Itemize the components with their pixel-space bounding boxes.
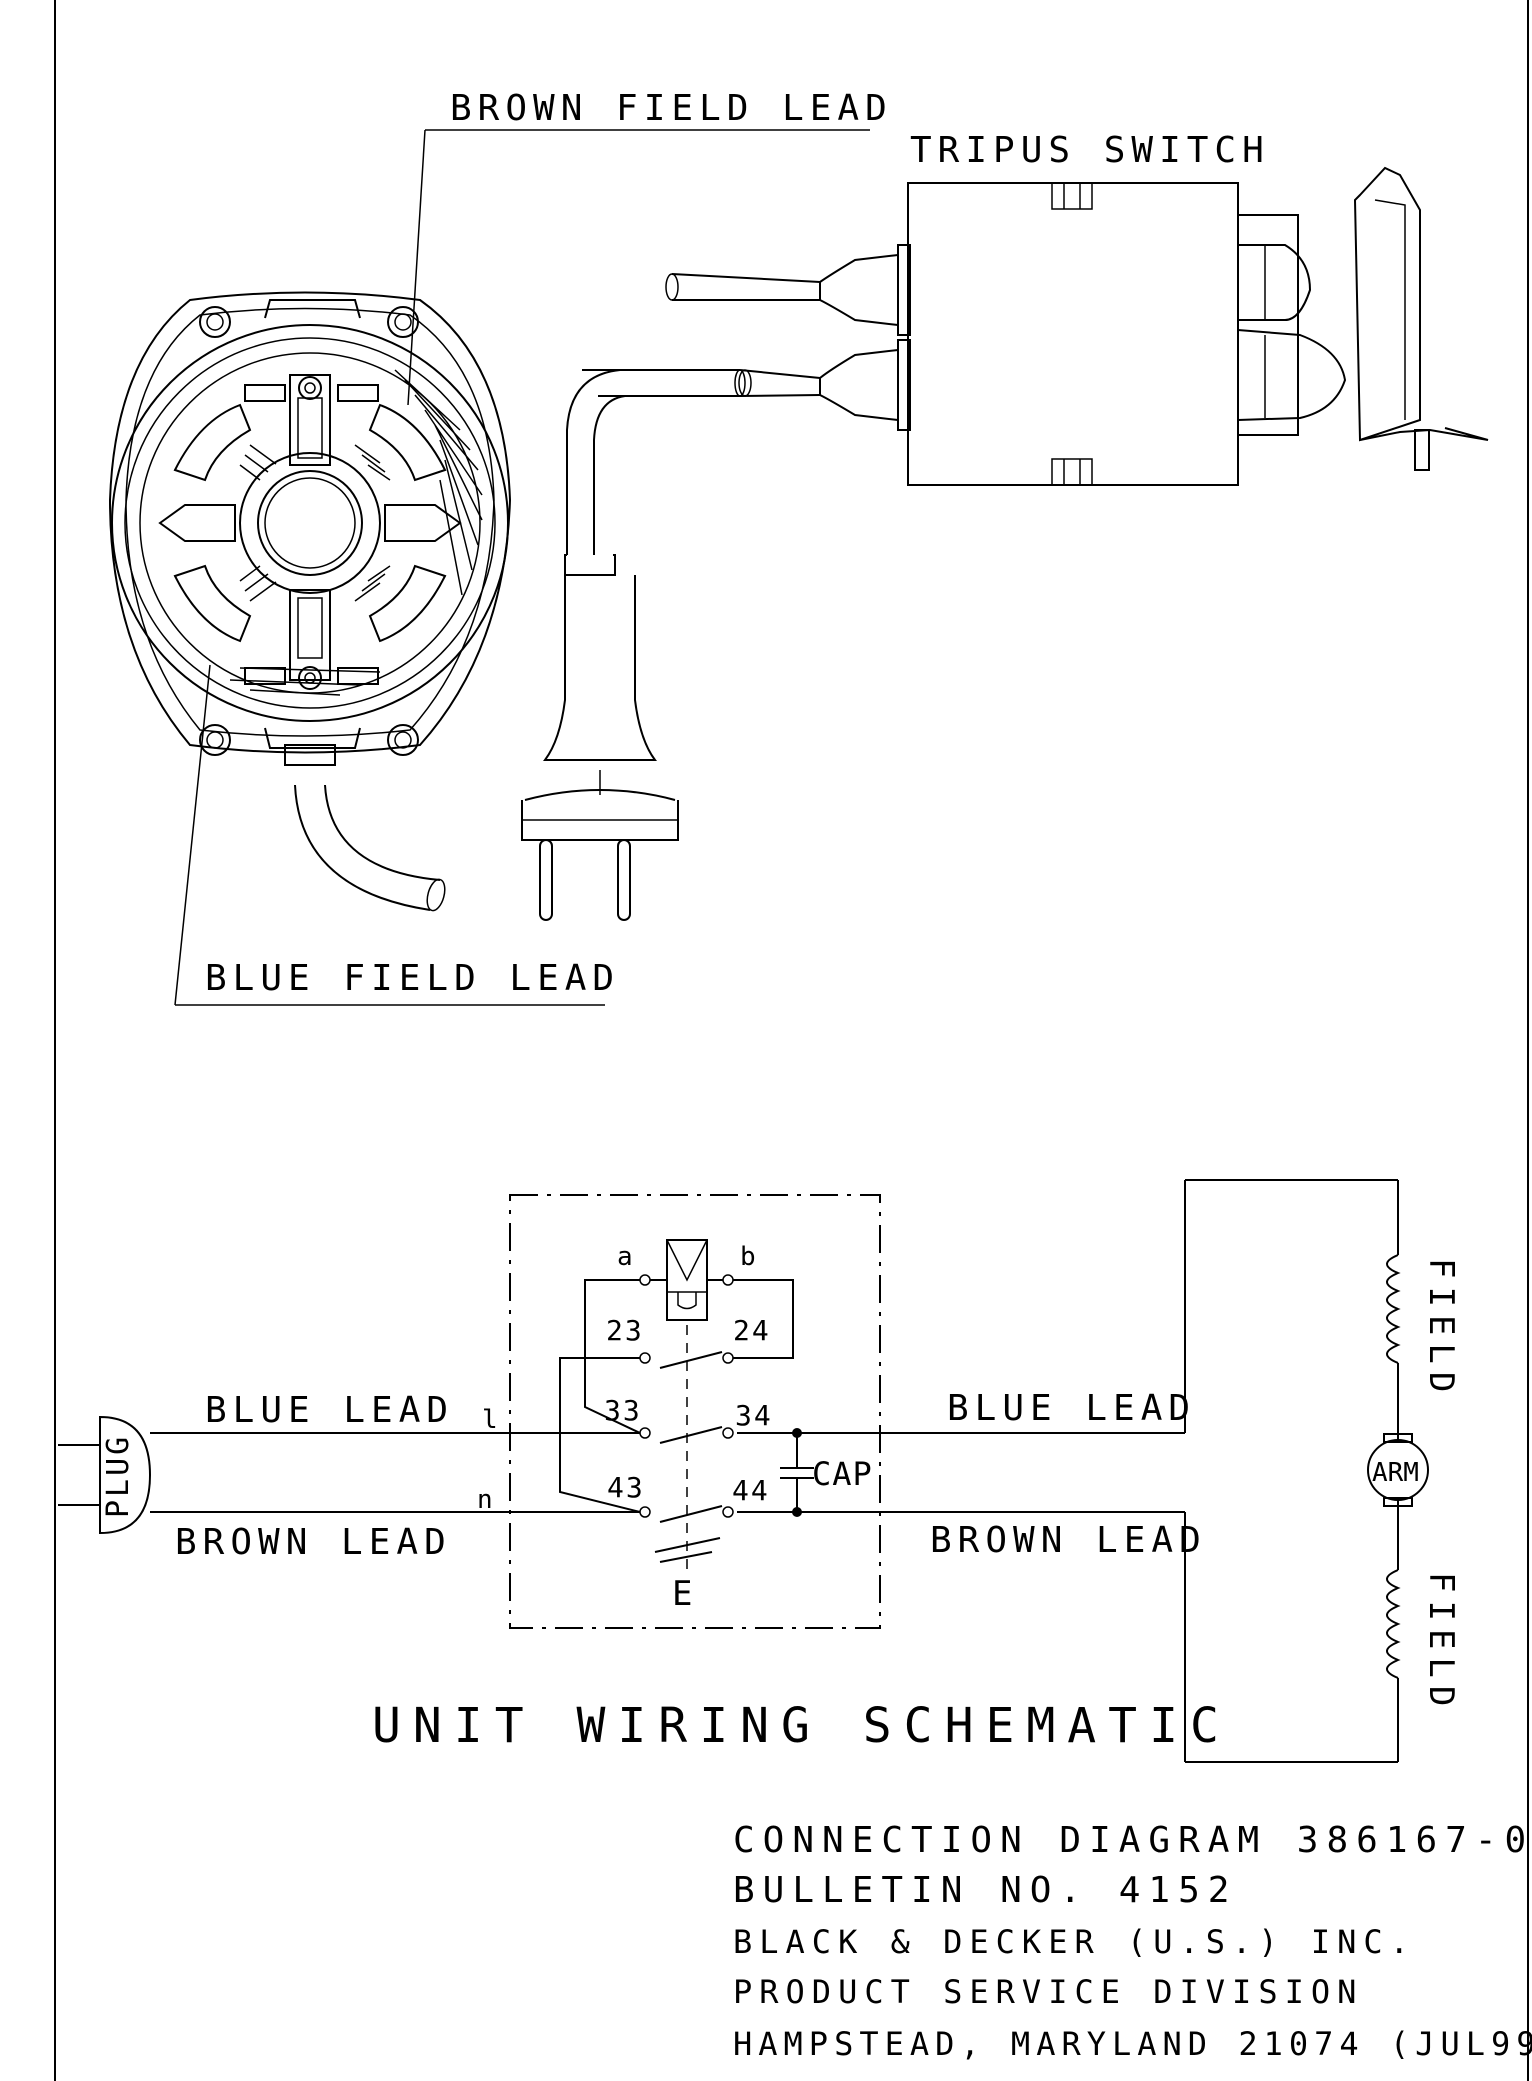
schematic-plug	[58, 1415, 152, 1535]
cap-label: CAP	[812, 1455, 873, 1493]
switch-enclosure-dashed	[509, 1194, 881, 1629]
footer-line-4: PRODUCT SERVICE DIVISION	[733, 1973, 1363, 2011]
earth-label: E	[672, 1574, 694, 1614]
contact-34-label: 34	[735, 1399, 773, 1432]
footer-line-1: CONNECTION DIAGRAM 386167-00	[733, 1820, 1532, 1861]
footer-info: CONNECTION DIAGRAM 386167-00 BULLETIN NO…	[733, 1820, 1532, 2063]
field-bottom-label: FIELD	[1421, 1572, 1461, 1714]
motor-field-coils	[1386, 1180, 1401, 1762]
contact-b-label: b	[740, 1242, 758, 1272]
power-cord-and-plug-drawing	[521, 369, 746, 921]
footer-line-5: HAMPSTEAD, MARYLAND 21074 (JUL99-TS)	[733, 2025, 1532, 2063]
schematic-wires	[150, 1179, 1398, 1763]
brown-lead-left-label: BROWN LEAD	[175, 1522, 452, 1563]
terminal-l-label: l	[482, 1405, 500, 1435]
motor-housing-drawing	[108, 291, 512, 912]
blue-field-lead-leader	[174, 664, 605, 1006]
arm-label: ARM	[1372, 1458, 1419, 1488]
schematic-title: UNIT WIRING SCHEMATIC	[372, 1698, 1231, 1754]
blue-lead-left-label: BLUE LEAD	[205, 1390, 454, 1431]
contact-44-label: 44	[732, 1474, 770, 1507]
switch-contacts	[559, 1239, 814, 1575]
plug-label: PLUG	[101, 1434, 136, 1518]
field-top-label: FIELD	[1421, 1258, 1461, 1400]
terminal-n-label: n	[477, 1485, 495, 1515]
tripus-switch-drawing	[665, 166, 1489, 486]
blue-lead-right-label: BLUE LEAD	[947, 1388, 1196, 1429]
page-border	[54, 0, 1529, 2081]
contact-24-label: 24	[733, 1314, 771, 1347]
footer-line-2: BULLETIN NO. 4152	[733, 1870, 1237, 1911]
armature-symbol	[1367, 1433, 1429, 1507]
tripus-switch-label: TRIPUS SWITCH	[910, 130, 1270, 171]
brown-field-lead-leader	[407, 129, 870, 406]
contact-a-label: a	[617, 1242, 635, 1272]
contact-33-label: 33	[604, 1394, 642, 1427]
blue-field-lead-label: BLUE FIELD LEAD	[205, 958, 620, 999]
contact-23-label: 23	[606, 1314, 644, 1347]
brown-field-lead-label: BROWN FIELD LEAD	[450, 88, 893, 129]
brown-lead-right-label: BROWN LEAD	[930, 1520, 1207, 1561]
footer-line-3: BLACK & DECKER (U.S.) INC.	[733, 1923, 1416, 1961]
contact-43-label: 43	[607, 1471, 645, 1504]
